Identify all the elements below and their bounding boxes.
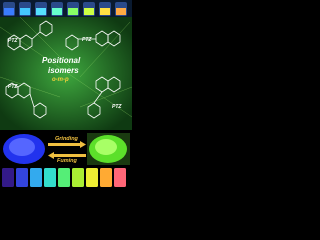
vial: [115, 2, 127, 16]
ptz-label: PTZ: [82, 37, 92, 43]
molecule-structures: [5, 20, 121, 119]
fuming-arrow: [48, 152, 86, 159]
vial: [19, 2, 31, 16]
green-powder-image: [87, 133, 130, 165]
vial: [99, 2, 111, 16]
grinding-label: Grinding: [55, 136, 78, 142]
vial: [83, 2, 95, 16]
graphical-abstract: PTZ PTZ Positional isomers o-m-p PTZ PTZ: [0, 0, 132, 189]
isomer-subtitle: o-m-p: [52, 77, 69, 83]
vial: [35, 2, 47, 16]
bottom-vials-row: [2, 168, 126, 187]
vial: [67, 2, 79, 16]
vial: [51, 2, 63, 16]
ptz-label: PTZ: [112, 104, 122, 110]
title-line-1: Positional: [42, 56, 81, 65]
mechanochromism-panel: [0, 130, 132, 189]
leaf-background-with-molecules: [0, 17, 132, 130]
vial: [3, 2, 15, 16]
title-line-2: isomers: [48, 66, 79, 75]
top-vials-row: [0, 0, 132, 17]
ptz-label: PTZ: [8, 38, 18, 44]
blue-powder-image: [3, 134, 45, 164]
ptz-label: PTZ: [8, 84, 18, 90]
grinding-arrow: [48, 141, 86, 148]
fuming-label: Fuming: [57, 158, 77, 164]
